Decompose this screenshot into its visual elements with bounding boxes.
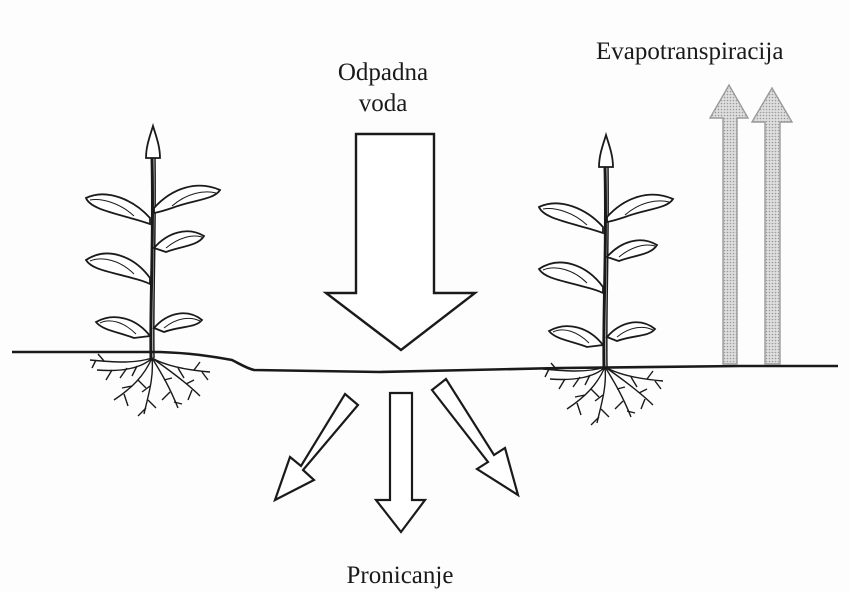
- evapotranspiration-arrow-1: [710, 85, 748, 364]
- wastewater-label-line2: voda: [318, 88, 448, 119]
- infiltration-label: Pronicanje: [310, 560, 490, 591]
- infiltration-arrow-left: [275, 394, 358, 500]
- wastewater-label-line1: Odpadna: [318, 57, 448, 88]
- infiltration-arrow-right: [432, 379, 518, 495]
- evapotranspiration-label: Evapotranspiracija: [596, 36, 783, 67]
- reed-plant-right: [539, 135, 673, 425]
- infiltration-arrow-center: [376, 393, 425, 532]
- reed-plant-left: [86, 126, 220, 416]
- wastewater-inflow-arrow: [326, 134, 475, 350]
- evapotranspiration-arrow-2: [752, 88, 792, 364]
